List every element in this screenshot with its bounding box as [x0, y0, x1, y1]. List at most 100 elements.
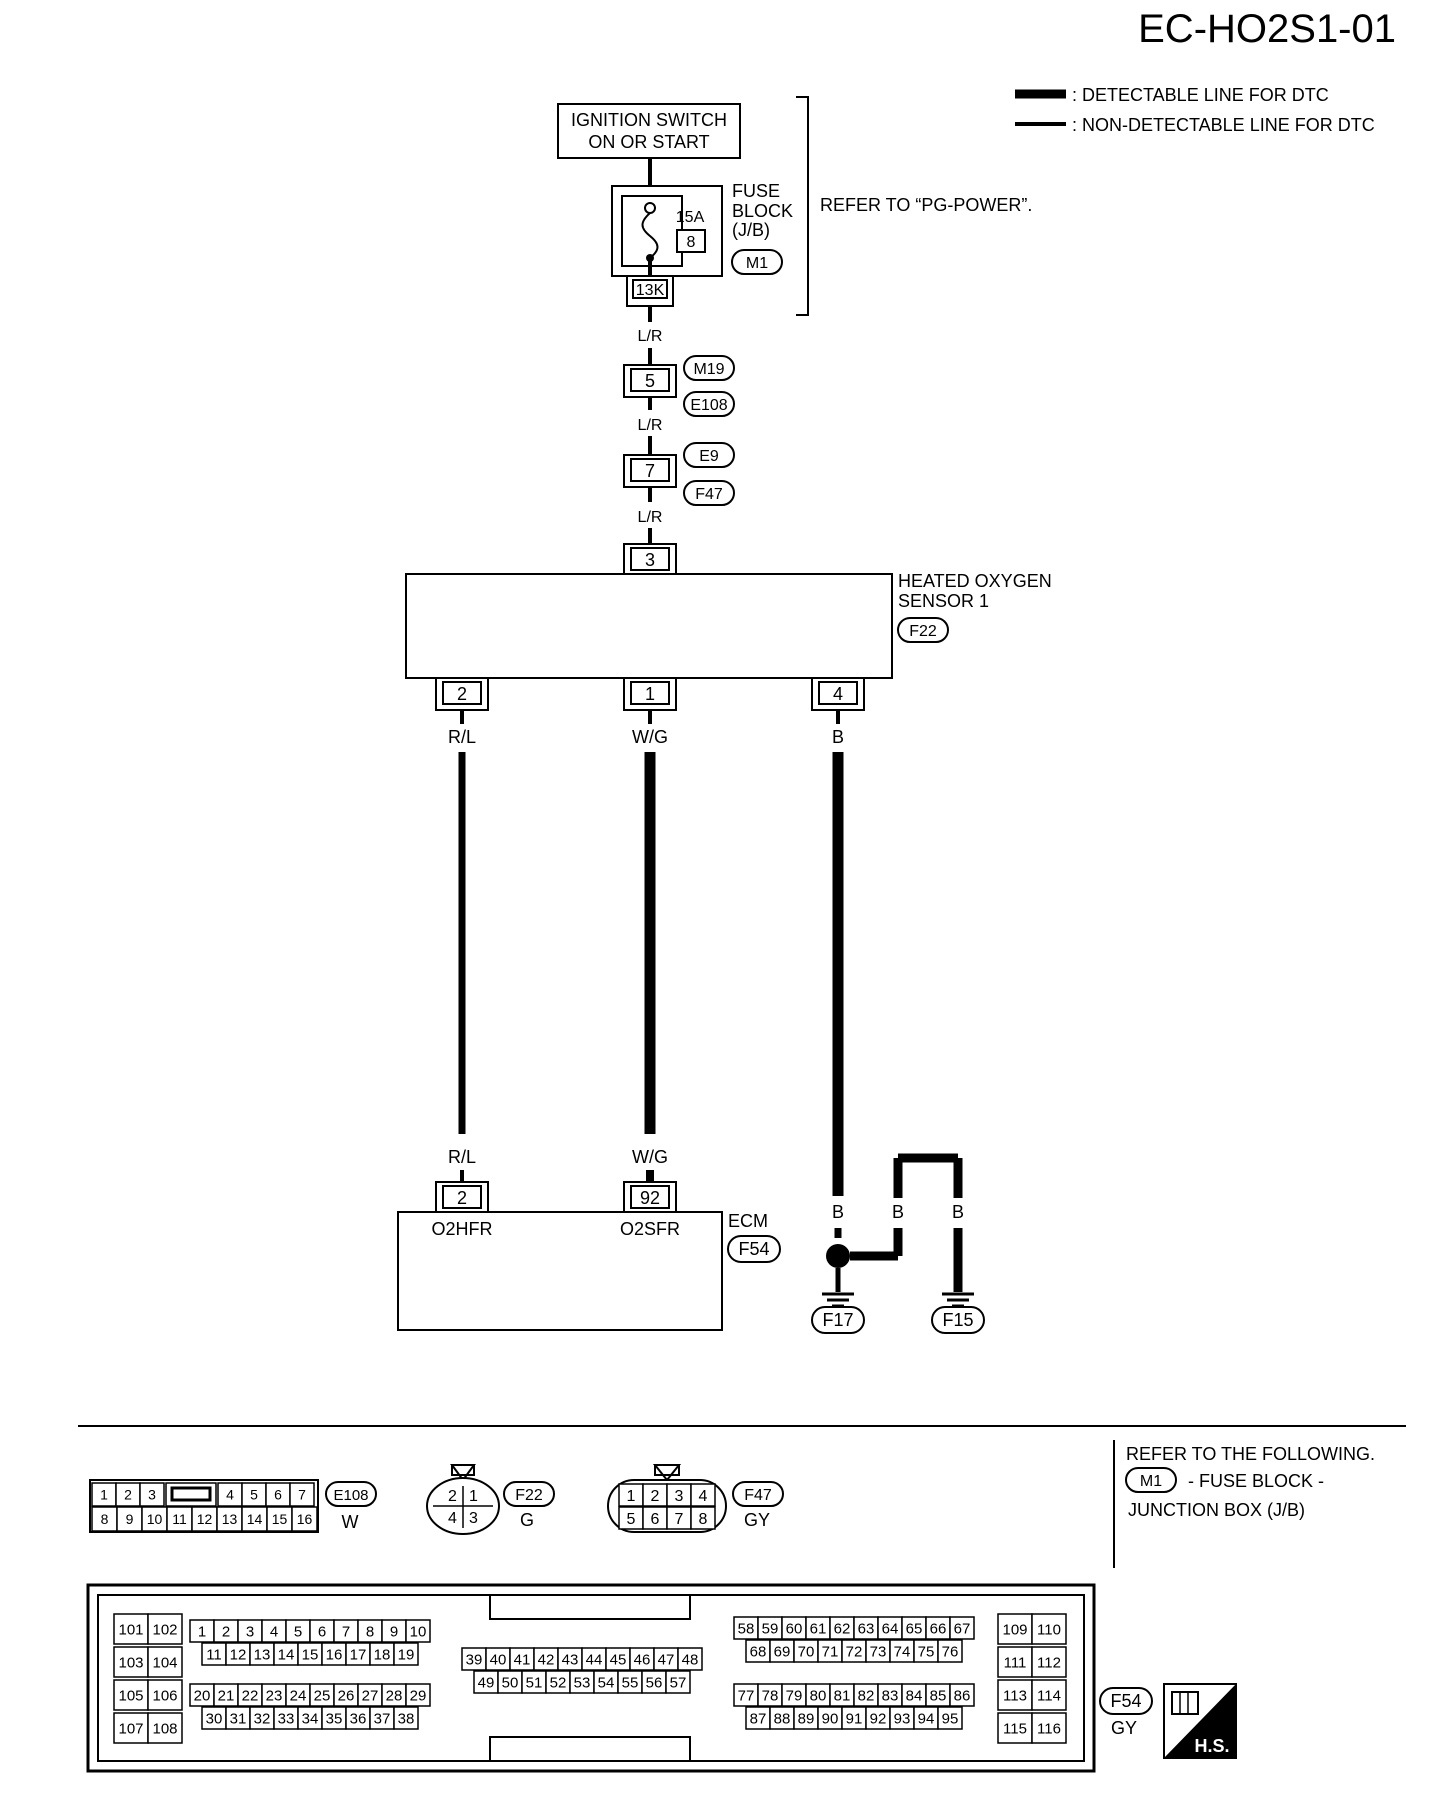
- pin-number: 78: [762, 1687, 779, 1704]
- pin-number: 2: [222, 1623, 230, 1640]
- pin-number: 36: [350, 1710, 367, 1727]
- connector-f54-id: F54: [1110, 1691, 1141, 1711]
- pin-number: 70: [798, 1643, 815, 1660]
- pin-number: 115: [1003, 1720, 1027, 1737]
- wire-color-b-1: B: [832, 1202, 844, 1222]
- refer-connector-badge: [1125, 1467, 1177, 1493]
- pin-number: 12: [230, 1646, 247, 1663]
- fuse-connector-badge: [731, 249, 783, 275]
- pin-number: 5: [294, 1623, 302, 1640]
- pin-cell: [289, 1482, 315, 1507]
- fuse-icon: [641, 212, 659, 259]
- pin-cell: [266, 1506, 293, 1532]
- wire-color-power-2: L/R: [638, 417, 663, 434]
- pin-number: 46: [634, 1651, 651, 1668]
- connector-latch-icon: [652, 1464, 682, 1482]
- ground-f15-id: F15: [942, 1310, 973, 1330]
- pin-number: 7: [298, 1487, 306, 1503]
- pin-number: 64: [882, 1620, 899, 1637]
- pin-number: 15: [272, 1511, 288, 1527]
- sensor-connector-id: F22: [909, 623, 937, 640]
- pin-number: 60: [786, 1620, 803, 1637]
- ecm-term-a: O2HFR: [431, 1219, 492, 1239]
- ecm: 2 92 O2HFR O2SFR ECM F54: [397, 1181, 781, 1331]
- pin-cell: [147, 1646, 183, 1678]
- pin-number: 19: [398, 1646, 415, 1663]
- legend-detectable-label: : DETECTABLE LINE FOR DTC: [1072, 85, 1329, 105]
- pin-number: 89: [798, 1710, 815, 1727]
- pin-number: 91: [846, 1710, 863, 1727]
- pin-number: 15: [302, 1646, 319, 1663]
- pin-number: 6: [318, 1623, 326, 1640]
- ecm-pin-b: 92: [640, 1188, 660, 1208]
- connector-e108-id: E108: [333, 1487, 368, 1504]
- joint-2-conn-top: E9: [699, 448, 719, 465]
- ecm-pin-a: 2: [457, 1188, 467, 1208]
- pin-number: 47: [658, 1651, 675, 1668]
- pin-number: 9: [390, 1623, 398, 1640]
- pin-cell: [147, 1712, 183, 1744]
- pin-cell: [997, 1679, 1033, 1711]
- legend-non-detectable-label: : NON-DETECTABLE LINE FOR DTC: [1072, 115, 1375, 135]
- page-code: EC-HO2S1-01: [1138, 7, 1396, 51]
- wire-color-wg-bottom: W/G: [632, 1147, 668, 1167]
- pin-number: 111: [1004, 1654, 1027, 1671]
- pin-cell: [216, 1506, 243, 1532]
- pin-number: 3: [148, 1487, 156, 1503]
- pin-number: 105: [118, 1687, 143, 1704]
- fuse-connector-id: M1: [746, 255, 768, 272]
- pin-number: 3: [469, 1510, 478, 1527]
- pin-number: 11: [206, 1646, 222, 1663]
- pin-cell: [1031, 1679, 1067, 1711]
- pin-number: 13: [254, 1646, 271, 1663]
- pin-cell: [147, 1613, 183, 1645]
- pin-number: 103: [118, 1654, 143, 1671]
- ground-f17-id: F17: [822, 1310, 853, 1330]
- pin-number: 8: [101, 1511, 109, 1527]
- pin-number: 71: [822, 1643, 839, 1660]
- joint-1-conn-top: M19: [693, 361, 724, 378]
- pin-number: 28: [386, 1687, 403, 1704]
- pin-number: 108: [152, 1720, 177, 1737]
- pin-number: 8: [699, 1511, 708, 1528]
- pin-number: 14: [278, 1646, 295, 1663]
- sensor-label-2: SENSOR 1: [898, 591, 989, 611]
- pin-number: 30: [206, 1710, 223, 1727]
- pin-cell: [997, 1613, 1033, 1645]
- connector-e108-badge: [325, 1481, 377, 1507]
- pin-number: 45: [610, 1651, 627, 1668]
- refer-connector-id: M1: [1140, 1473, 1162, 1490]
- pin-number: 74: [894, 1643, 911, 1660]
- pin-number: 85: [930, 1687, 947, 1704]
- pin-number: 104: [152, 1654, 177, 1671]
- pin-number: 42: [538, 1651, 555, 1668]
- sensor-body: [405, 573, 893, 679]
- pin-number: 95: [942, 1710, 959, 1727]
- pin-number: 16: [326, 1646, 343, 1663]
- pin-number: 38: [398, 1710, 415, 1727]
- wire-color-power-1: L/R: [638, 328, 663, 345]
- pin-number: 43: [562, 1651, 579, 1668]
- connector-f47-id: F47: [744, 1487, 772, 1504]
- ignition-switch-line1: IGNITION SWITCH: [571, 110, 727, 130]
- pin-number: 21: [218, 1687, 235, 1704]
- pin-number: 68: [750, 1643, 767, 1660]
- connector-key-slot-inner: [170, 1486, 212, 1502]
- joint-2-pin: 7: [645, 461, 655, 481]
- pin-number: 2: [448, 1488, 457, 1505]
- pin-number: 5: [627, 1511, 636, 1528]
- pin-number: 7: [342, 1623, 350, 1640]
- pin-number: 58: [738, 1620, 755, 1637]
- ground-splice: [826, 1244, 850, 1268]
- pin-cell: [665, 1670, 691, 1694]
- pin-number: 107: [118, 1720, 143, 1737]
- fuse-terminal: 13K: [636, 282, 665, 299]
- pin-number: 34: [302, 1710, 319, 1727]
- pin-number: 2: [651, 1488, 660, 1505]
- pin-number: 3: [675, 1488, 684, 1505]
- connector-f22-badge: [503, 1481, 555, 1507]
- pin-cell: [997, 1712, 1033, 1744]
- pin-cell: [405, 1619, 431, 1643]
- pin-number: 9: [126, 1511, 134, 1527]
